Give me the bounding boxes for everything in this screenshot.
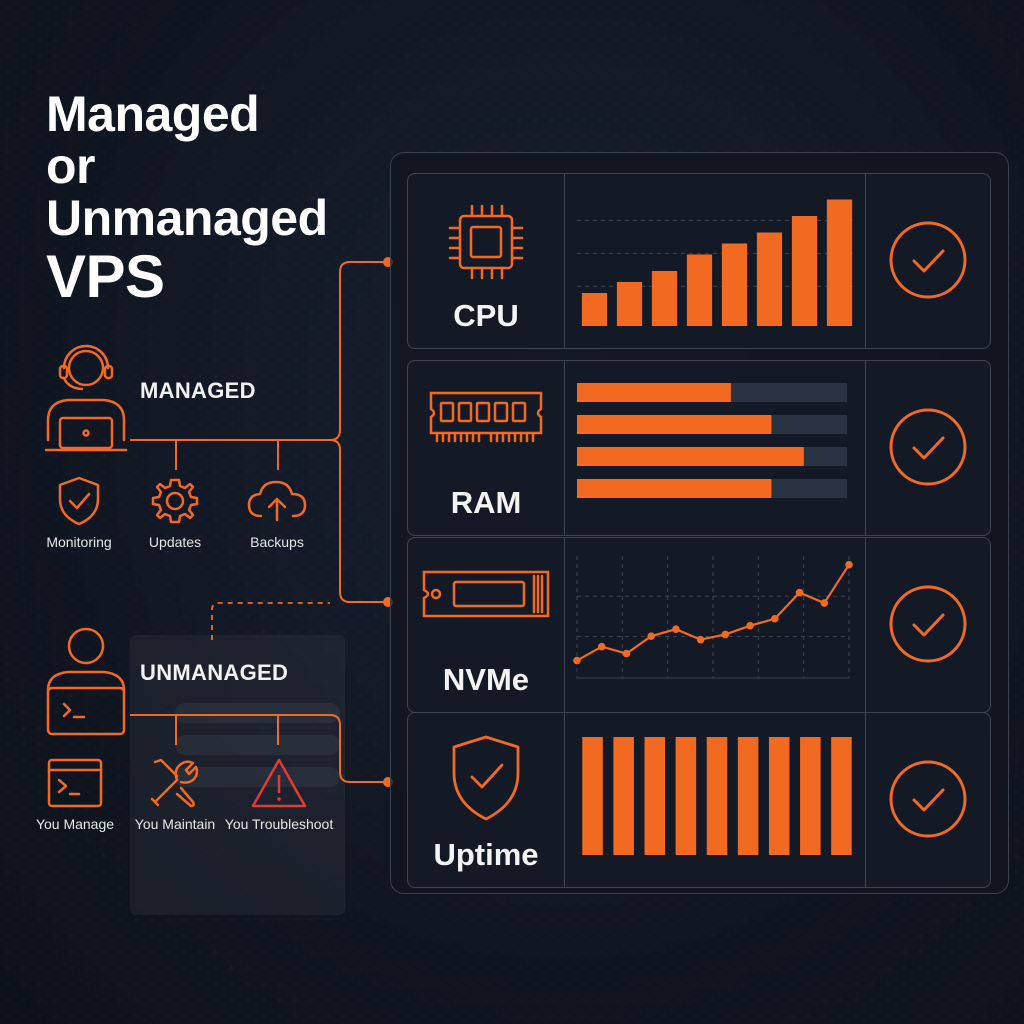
cpu-bar <box>581 293 608 326</box>
nvme-point <box>696 635 705 644</box>
ram-bar <box>577 447 804 466</box>
cpu-bar <box>826 199 853 326</box>
row-status-cell <box>865 713 991 887</box>
row-nvme: NVMe <box>407 537 991 713</box>
check-circle-icon <box>889 760 967 838</box>
feature-label: Backups <box>250 534 304 550</box>
terminal-window-icon <box>47 758 103 808</box>
feature-updates: Updates <box>120 474 230 550</box>
row-ram: RAM <box>407 360 991 536</box>
gear-icon <box>151 478 199 524</box>
nvme-point <box>672 625 680 633</box>
nvme-line-chart <box>573 556 853 679</box>
wrench-screwdriver-icon <box>150 758 199 808</box>
cpu-bar <box>686 254 713 326</box>
uptime-bar <box>613 737 634 855</box>
cpu-bar-chart <box>577 199 857 326</box>
cpu-chip-icon <box>448 204 524 280</box>
shield-check-icon <box>58 476 100 526</box>
nvme-point <box>573 656 581 665</box>
cpu-chart-cell <box>565 174 865 348</box>
managed-label: MANAGED <box>140 378 256 403</box>
title-line-3: Unmanaged <box>46 190 328 246</box>
row-label: CPU <box>453 298 519 333</box>
ram-bar-chart <box>577 383 847 498</box>
cpu-bar <box>721 243 748 326</box>
feature-monitoring: Monitoring <box>24 474 134 550</box>
row-label: RAM <box>450 485 522 520</box>
ram-module-icon <box>429 391 543 443</box>
nvme-point <box>845 560 853 569</box>
row-status-cell <box>865 174 991 348</box>
feature-label: You Manage <box>35 816 115 832</box>
row-icon-cell: RAM <box>408 361 565 535</box>
row-icon-cell: NVMe <box>408 538 565 712</box>
nvme-drive-icon <box>422 570 550 618</box>
feature-you-manage: You Manage <box>20 756 130 832</box>
row-label: NVMe <box>442 662 530 697</box>
uptime-bar <box>582 737 603 855</box>
page-title: Managed or Unmanaged VPS <box>46 88 328 308</box>
title-line-1: Managed <box>46 86 260 142</box>
feature-backups: Backups <box>222 474 332 550</box>
uptime-bar <box>800 737 821 855</box>
check-circle-icon <box>889 408 967 486</box>
uptime-chart-cell <box>565 713 865 887</box>
uptime-bar-chart <box>582 737 852 855</box>
feature-label: You Troubleshoot <box>224 816 334 832</box>
row-status-cell <box>865 538 991 712</box>
nvme-point <box>721 630 730 639</box>
cpu-bar <box>616 282 643 326</box>
check-circle-icon <box>889 585 967 663</box>
nvme-point <box>622 649 631 658</box>
row-uptime: Uptime <box>407 712 991 888</box>
ram-bar <box>577 479 772 498</box>
cloud-upload-icon <box>247 480 307 522</box>
row-icon-cell: CPU <box>408 174 565 348</box>
feature-label: Updates <box>148 534 202 550</box>
nvme-point <box>597 642 606 651</box>
cpu-bar <box>651 271 678 326</box>
row-label: Uptime <box>433 837 539 872</box>
nvme-chart-cell <box>565 538 865 712</box>
developer-icon <box>38 620 138 750</box>
cpu-bar <box>756 232 783 326</box>
row-status-cell <box>865 361 991 535</box>
check-circle-icon <box>889 221 967 299</box>
uptime-bar <box>737 737 759 855</box>
uptime-bar <box>768 737 790 855</box>
title-line-4: VPS <box>46 243 165 310</box>
cpu-bar <box>791 216 818 326</box>
uptime-bar <box>831 737 852 855</box>
title-line-2: or <box>46 138 95 194</box>
uptime-bar <box>675 737 697 855</box>
shield-check-icon <box>452 735 520 821</box>
feature-you-maintain: You Maintain <box>120 756 230 832</box>
row-cpu: CPU <box>407 173 991 349</box>
ram-chart-cell <box>565 361 865 535</box>
nvme-point <box>795 588 804 597</box>
uptime-bar <box>644 737 666 855</box>
nvme-series-line <box>576 564 850 662</box>
uptime-bar <box>706 737 728 855</box>
feature-label: You Maintain <box>134 816 216 832</box>
row-icon-cell: Uptime <box>408 713 565 887</box>
nvme-point <box>746 621 754 630</box>
ghost-server-panel <box>130 635 345 915</box>
unmanaged-label: UNMANAGED <box>140 660 289 685</box>
nvme-point <box>820 599 829 607</box>
ram-bar <box>577 415 772 434</box>
feature-label: Monitoring <box>46 534 112 550</box>
ram-bar <box>577 383 731 402</box>
warning-triangle-icon <box>251 758 307 808</box>
nvme-point <box>771 614 779 623</box>
support-agent-icon <box>38 340 138 465</box>
nvme-point <box>647 632 655 640</box>
feature-you-troubleshoot: You Troubleshoot <box>224 756 334 832</box>
